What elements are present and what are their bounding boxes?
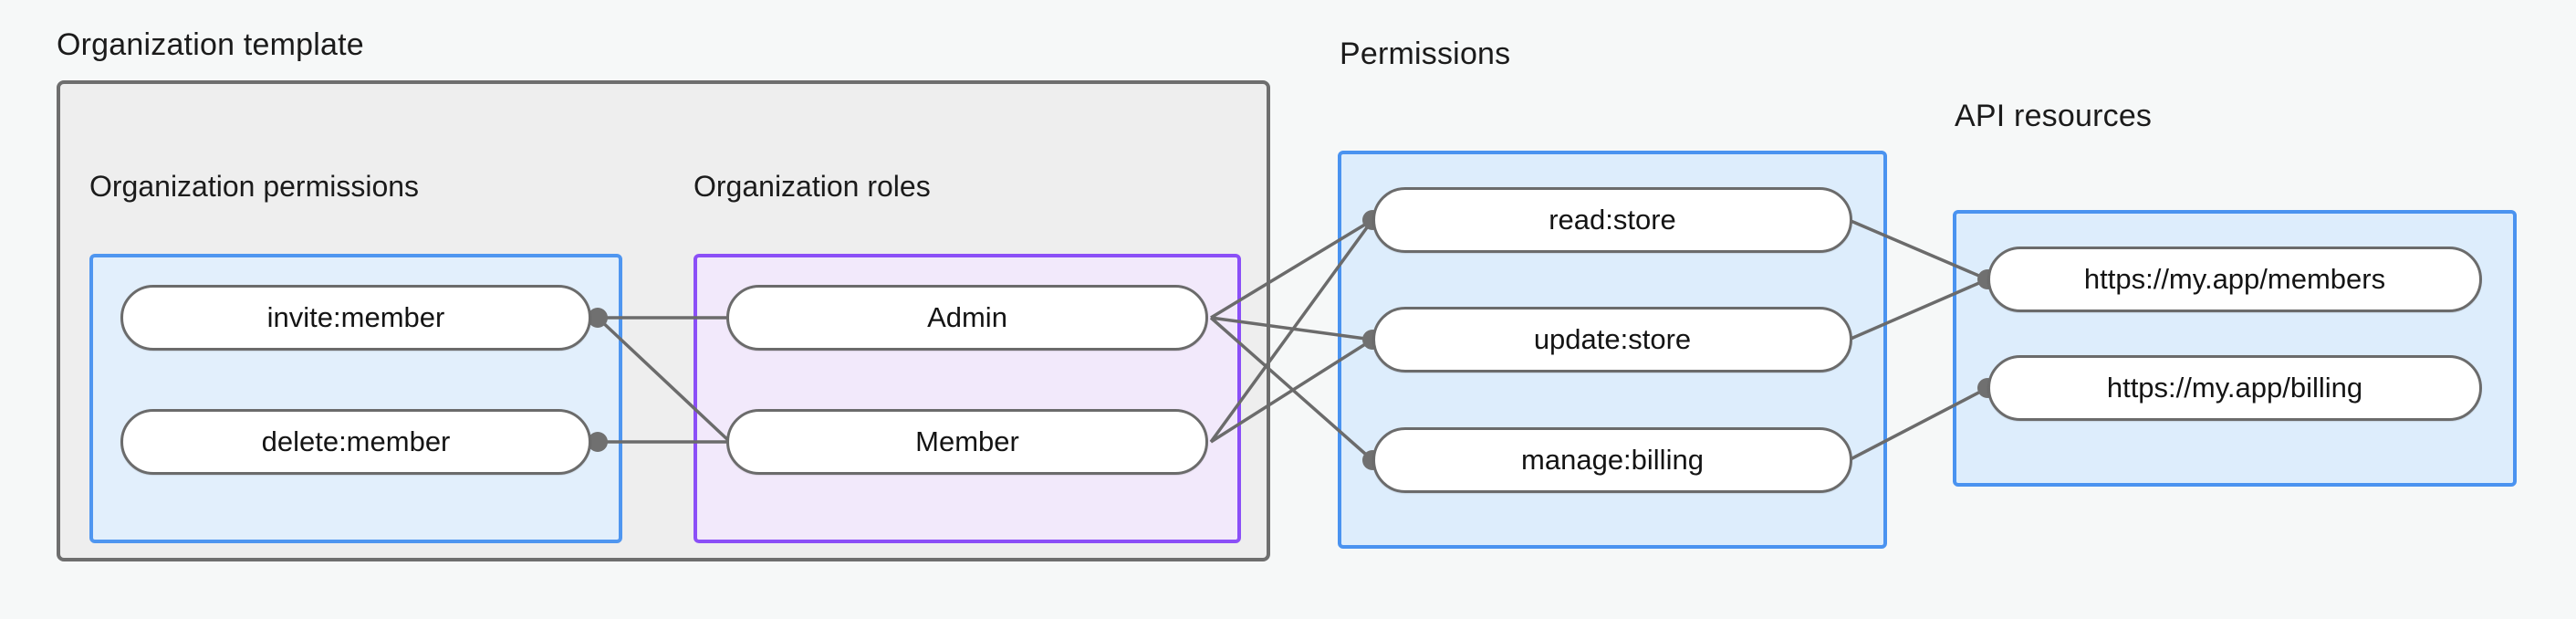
node-api-resource-billing[interactable]: https://my.app/billing — [1987, 355, 2482, 421]
org-roles-label: Organization roles — [694, 170, 931, 203]
node-invite-member[interactable]: invite:member — [120, 285, 591, 351]
node-update-store[interactable]: update:store — [1372, 307, 1852, 372]
api-resources-label: API resources — [1955, 99, 2153, 133]
node-manage-billing[interactable]: manage:billing — [1372, 427, 1852, 493]
node-admin[interactable]: Admin — [726, 285, 1208, 351]
org-template-label: Organization template — [57, 27, 364, 62]
node-delete-member[interactable]: delete:member — [120, 409, 591, 475]
node-member[interactable]: Member — [726, 409, 1208, 475]
node-read-store[interactable]: read:store — [1372, 187, 1852, 253]
node-api-resource-members[interactable]: https://my.app/members — [1987, 247, 2482, 312]
permissions-label: Permissions — [1340, 37, 1511, 71]
org-permissions-label: Organization permissions — [89, 170, 420, 203]
